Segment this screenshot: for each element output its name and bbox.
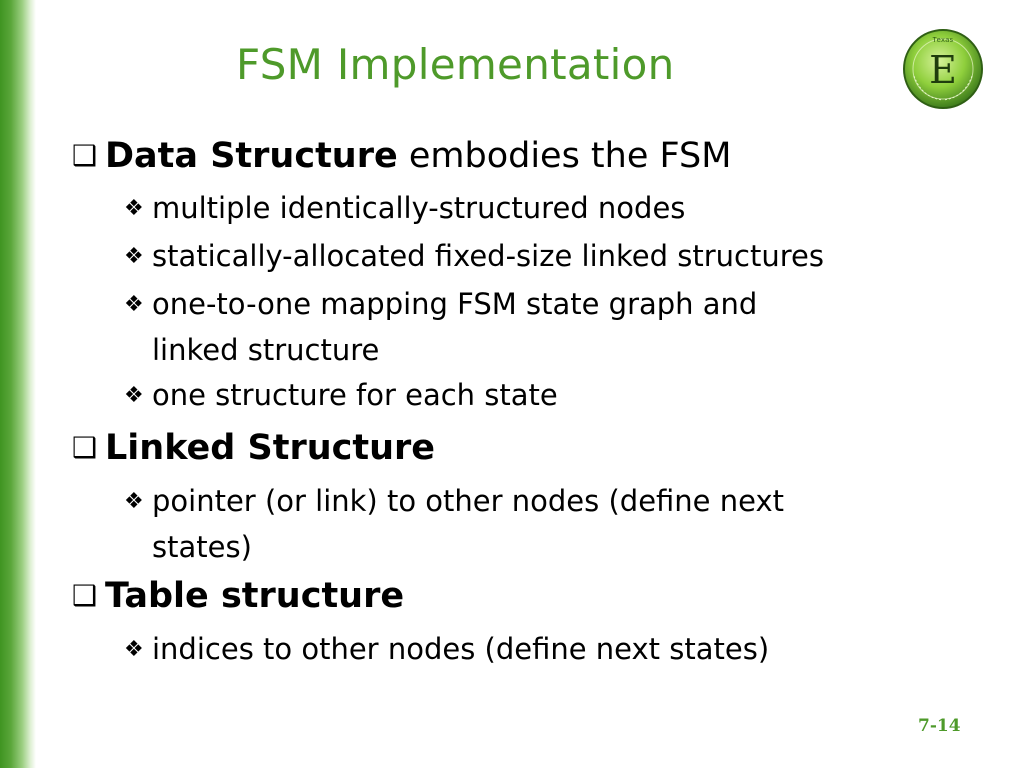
bullet-data-structure: ❑Data Structure embodies the FSM (72, 136, 731, 176)
four-diamond-bullet-icon: ❖ (124, 196, 144, 221)
bullet-table-structure: ❑Table structure (72, 576, 404, 616)
four-diamond-bullet-icon: ❖ (124, 244, 144, 269)
sidebar-bar (0, 0, 36, 768)
subbullet-text: pointer (or link) to other nodes (define… (152, 484, 784, 518)
subbullet-text: one-to-one mapping FSM state graph and (152, 287, 758, 321)
bullet-text: embodies the FSM (397, 136, 732, 176)
logo-ring-text: Texas (932, 36, 953, 44)
subbullet-text-continued: linked structure (152, 333, 380, 367)
four-diamond-bullet-icon: ❖ (124, 489, 144, 514)
slide-title: FSM Implementation (236, 40, 675, 89)
page-number: 7-14 (918, 716, 961, 736)
bullet-bold-text: Data Structure (105, 136, 398, 176)
subbullet-text: multiple identically-structured nodes (152, 191, 686, 225)
hollow-square-bullet-icon: ❑ (72, 139, 98, 172)
subbullet-pointer: ❖ pointer (or link) to other nodes (defin… (124, 480, 784, 568)
logo-letter: E (929, 48, 957, 92)
bullet-linked-structure: ❑Linked Structure (72, 428, 435, 468)
subbullet-text-continued: states) (152, 530, 252, 564)
four-diamond-bullet-icon: ❖ (124, 637, 144, 662)
bullet-bold-text: Table structure (105, 576, 405, 616)
subbullet-text: statically-allocated fixed-size linked s… (152, 239, 824, 273)
four-diamond-bullet-icon: ❖ (124, 292, 144, 317)
logo-icon: Texas E (903, 29, 983, 109)
subbullet-text: one structure for each state (152, 378, 558, 412)
subbullet-indices: ❖ indices to other nodes (define next sta… (124, 628, 769, 674)
subbullet-statically-allocated: ❖ statically-allocated fixed-size linked … (124, 235, 824, 281)
subbullet-one-to-one-mapping: ❖one-to-one mapping FSM state graph and … (124, 283, 757, 371)
subbullet-multiple-nodes: ❖ multiple identically-structured nodes (124, 187, 685, 233)
hollow-square-bullet-icon: ❑ (72, 431, 98, 464)
four-diamond-bullet-icon: ❖ (124, 383, 144, 408)
hollow-square-bullet-icon: ❑ (72, 579, 98, 612)
subbullet-one-structure: ❖ one structure for each state (124, 374, 558, 420)
subbullet-text: indices to other nodes (define next stat… (152, 632, 770, 666)
bullet-bold-text: Linked Structure (105, 428, 436, 468)
